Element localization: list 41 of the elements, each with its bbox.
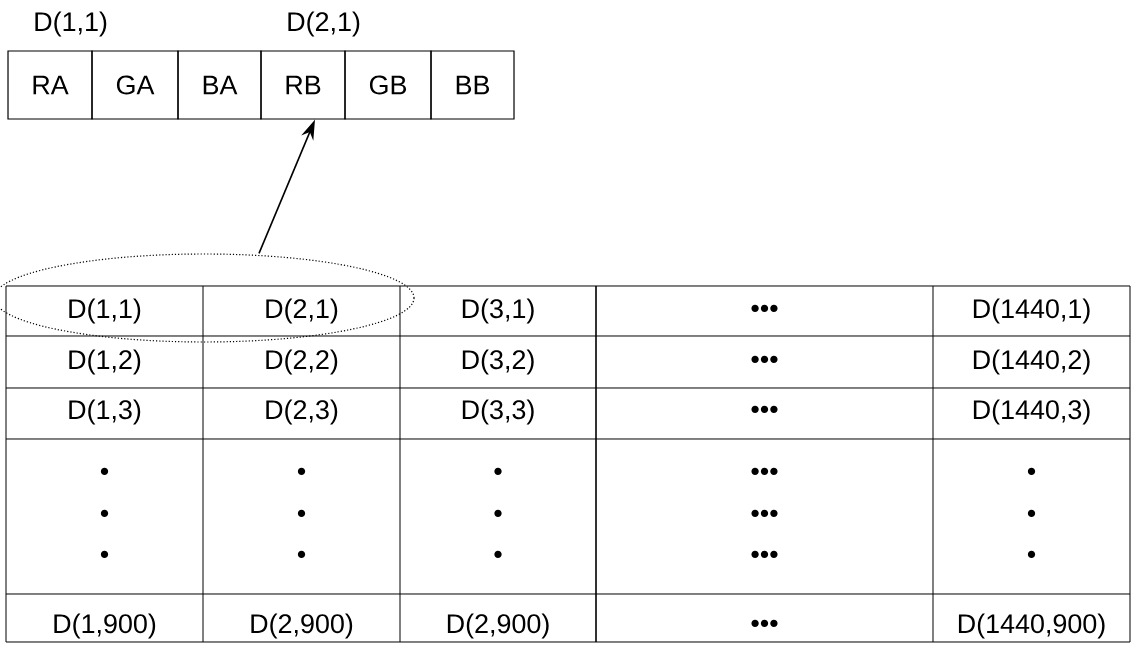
cell-text: D(2,900) (447, 613, 549, 639)
cell-text: D(1440,2) (973, 349, 1090, 375)
ellipsis: • (100, 509, 109, 517)
pixel-cell: RB (260, 50, 346, 120)
cell-text: D(1440,1) (973, 298, 1090, 324)
cell-text: D(1,3) (69, 399, 141, 425)
cell-text: D(3,2) (462, 349, 534, 375)
ellipsis: • (494, 509, 502, 517)
ellipsis: ••• (751, 405, 778, 413)
pixel-label: D(2,1) (288, 11, 360, 37)
ellipsis: • (494, 467, 502, 475)
ellipsis: • (1027, 467, 1036, 475)
pixel-label: D(1,1) (35, 11, 107, 37)
ellipsis: ••• (751, 467, 778, 475)
pixel-cell: GA (91, 50, 179, 120)
ellipsis: • (494, 550, 502, 558)
ellipsis: ••• (751, 619, 778, 627)
cell-text: D(1,1) (69, 298, 141, 324)
ellipsis: ••• (751, 550, 778, 558)
ellipsis: • (100, 550, 109, 558)
cell-text: D(1440,900) (958, 613, 1105, 639)
pixel-cell: RA (7, 50, 93, 120)
cell-text: D(3,1) (462, 298, 534, 324)
ellipsis: • (1027, 550, 1036, 558)
ellipsis: ••• (751, 355, 778, 363)
cell-text: D(2,3) (266, 399, 338, 425)
ellipsis: ••• (751, 509, 778, 517)
cell-text: D(2,1) (266, 298, 338, 324)
ellipsis: • (100, 467, 109, 475)
ellipsis: • (297, 467, 306, 475)
ellipsis: • (1027, 509, 1036, 517)
ellipsis: • (297, 550, 306, 558)
cell-text: D(1440,3) (973, 399, 1090, 425)
pixel-cell: BB (430, 50, 515, 120)
cell-text: D(3,3) (462, 399, 534, 425)
ellipsis: • (297, 509, 306, 517)
cell-text: D(1,900) (54, 613, 156, 639)
cell-text: D(2,900) (251, 613, 353, 639)
ellipsis: ••• (751, 304, 778, 312)
pixel-cell: BA (177, 50, 262, 120)
pixel-cell: GB (344, 50, 432, 120)
